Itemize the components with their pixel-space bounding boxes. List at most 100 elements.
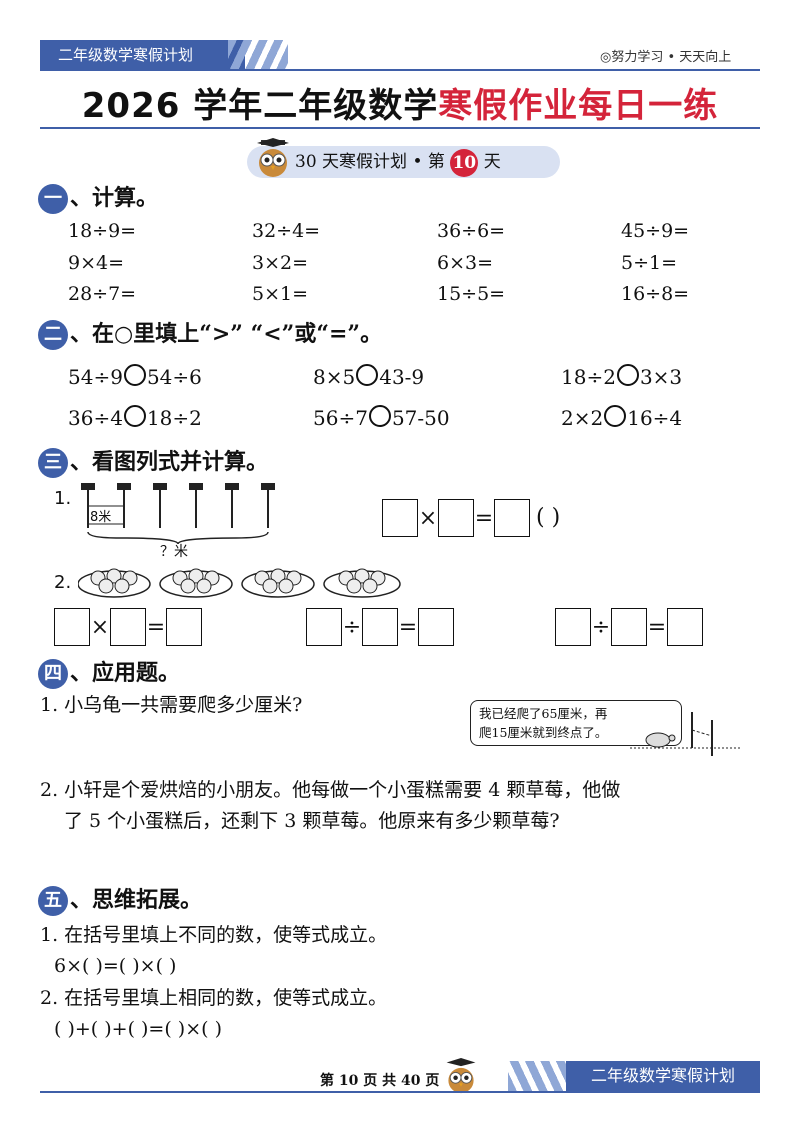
lamp-distance-label: 8米 — [90, 510, 112, 525]
compare-left: 8×5 — [313, 365, 356, 389]
ext-question-1: 1. 在括号里填上不同的数，使等式成立。 — [40, 924, 388, 946]
title-black: 2026 学年二年级数学 — [81, 86, 439, 126]
compare-left: 56÷7 — [313, 406, 368, 430]
answer-box[interactable] — [438, 499, 474, 537]
calc-item: 3×2= — [252, 252, 309, 274]
equals-sign: = — [398, 614, 418, 640]
calc-item: 36÷6= — [437, 220, 506, 242]
answer-box[interactable] — [110, 608, 146, 646]
header-motto: ◎努力学习 • 天天向上 — [600, 50, 732, 65]
divide-sign: ÷ — [591, 614, 611, 640]
answer-box[interactable] — [667, 608, 703, 646]
header-tag: 二年级数学寒假计划 — [40, 40, 245, 70]
footer-tag: 二年级数学寒假计划 — [566, 1061, 760, 1091]
equals-sign: = — [146, 614, 166, 640]
ext-equation-1: 6×( )=( )×( ) — [54, 955, 177, 977]
calc-item: 5×1= — [252, 283, 309, 305]
answer-circle[interactable] — [604, 405, 627, 427]
compare-right: 16÷4 — [627, 406, 683, 430]
title-divider — [40, 127, 760, 129]
section-4-title: 、应用题。 — [70, 660, 181, 686]
app-question-1: 1. 小乌龟一共需要爬多少厘米? — [40, 694, 303, 716]
compare-item: 2×2 16÷4 — [561, 405, 682, 430]
header-stripes — [228, 40, 288, 70]
owl-footer-icon — [446, 1058, 476, 1094]
compare-right: 18÷2 — [146, 406, 202, 430]
owl-mascot-icon — [257, 138, 289, 177]
q2-number: 2. — [54, 572, 72, 593]
turtle-finish-illustration — [630, 712, 740, 756]
section-2-badge: 二 — [38, 320, 68, 350]
section-2-heading: 二、在○里填上“>” “<”或“=”。 — [38, 316, 382, 350]
title-red: 寒假作业每日一练 — [438, 86, 719, 126]
answer-circle[interactable] — [356, 364, 379, 386]
compare-left: 54÷9 — [68, 365, 123, 389]
times-sign: × — [90, 614, 110, 640]
section-5-heading: 五、思维拓展。 — [38, 882, 202, 916]
answer-box[interactable] — [166, 608, 202, 646]
answer-box[interactable] — [382, 499, 418, 537]
compare-right: 57-50 — [391, 406, 450, 430]
compare-right: 43-9 — [379, 365, 425, 389]
calc-item: 28÷7= — [68, 283, 137, 305]
section-3-heading: 三、看图列式并计算。 — [38, 444, 268, 478]
section-5-title: 、思维拓展。 — [70, 887, 203, 913]
answer-circle[interactable] — [616, 364, 639, 386]
section-5-badge: 五 — [38, 886, 68, 916]
answer-box[interactable] — [306, 608, 342, 646]
total-distance-label: ？米 — [160, 544, 188, 560]
unit-paren: ( ) — [536, 505, 561, 530]
section-1-title: 、计算。 — [70, 185, 159, 211]
app-question-2-line-2: 了 5 个小蛋糕后，还剩下 3 颗草莓。他原来有多少颗草莓? — [64, 810, 560, 832]
section-1-badge: 一 — [38, 184, 68, 214]
calc-item: 45÷9= — [621, 220, 690, 242]
calc-item: 6×3= — [437, 252, 494, 274]
calc-item: 16÷8= — [621, 283, 690, 305]
page-title: 2026 学年二年级数学寒假作业每日一练 — [40, 78, 760, 127]
section-4-badge: 四 — [38, 659, 68, 689]
answer-box[interactable] — [418, 608, 454, 646]
app-question-2-line-1: 2. 小轩是个爱烘焙的小朋友。他每做一个小蛋糕需要 4 颗草莓，他做 — [40, 779, 621, 801]
equals-sign: = — [474, 505, 494, 531]
answer-box[interactable] — [54, 608, 90, 646]
section-3-badge: 三 — [38, 448, 68, 478]
q2-equation-1: ×= — [54, 608, 202, 646]
answer-circle[interactable] — [123, 364, 146, 386]
dumpling-plates-illustration — [78, 568, 401, 598]
divide-sign: ÷ — [342, 614, 362, 640]
calc-item: 15÷5= — [437, 283, 506, 305]
q2-equation-3: ÷= — [555, 608, 703, 646]
ext-question-2: 2. 在括号里填上相同的数，使等式成立。 — [40, 987, 388, 1009]
answer-circle[interactable] — [368, 405, 391, 427]
answer-box[interactable] — [362, 608, 398, 646]
times-sign: × — [418, 505, 438, 531]
compare-right: 3×3 — [639, 365, 683, 389]
equals-sign: = — [647, 614, 667, 640]
answer-box[interactable] — [555, 608, 591, 646]
compare-left: 2×2 — [561, 406, 604, 430]
plan-text: 30 天寒假计划 • 第 — [295, 152, 445, 172]
q1-number: 1. — [54, 488, 72, 509]
plan-banner: 30 天寒假计划 • 第 10 天 — [247, 146, 560, 178]
plan-day-suffix: 天 — [483, 152, 501, 172]
q1-equation: × = ( ) — [382, 499, 560, 537]
bubble-line-1: 我已经爬了65厘米，再 — [479, 706, 608, 721]
section-4-heading: 四、应用题。 — [38, 655, 180, 689]
answer-box[interactable] — [611, 608, 647, 646]
calc-item: 32÷4= — [252, 220, 321, 242]
answer-box[interactable] — [494, 499, 530, 537]
answer-circle[interactable] — [123, 405, 146, 427]
calc-item: 5÷1= — [621, 252, 678, 274]
bubble-line-2: 爬15厘米就到终点了。 — [479, 725, 608, 740]
section-3-title: 、看图列式并计算。 — [70, 449, 269, 475]
section-2-title: 、在○里填上“>” “<”或“=”。 — [70, 321, 383, 347]
compare-item: 56÷7 57-50 — [313, 405, 450, 430]
compare-item: 54÷9 54÷6 — [68, 364, 202, 389]
compare-right: 54÷6 — [146, 365, 202, 389]
calc-item: 18÷9= — [68, 220, 137, 242]
section-1-heading: 一、计算。 — [38, 180, 158, 214]
day-number-badge: 10 — [450, 148, 479, 177]
footer-stripes — [508, 1061, 568, 1091]
street-lamps-illustration — [81, 483, 275, 545]
